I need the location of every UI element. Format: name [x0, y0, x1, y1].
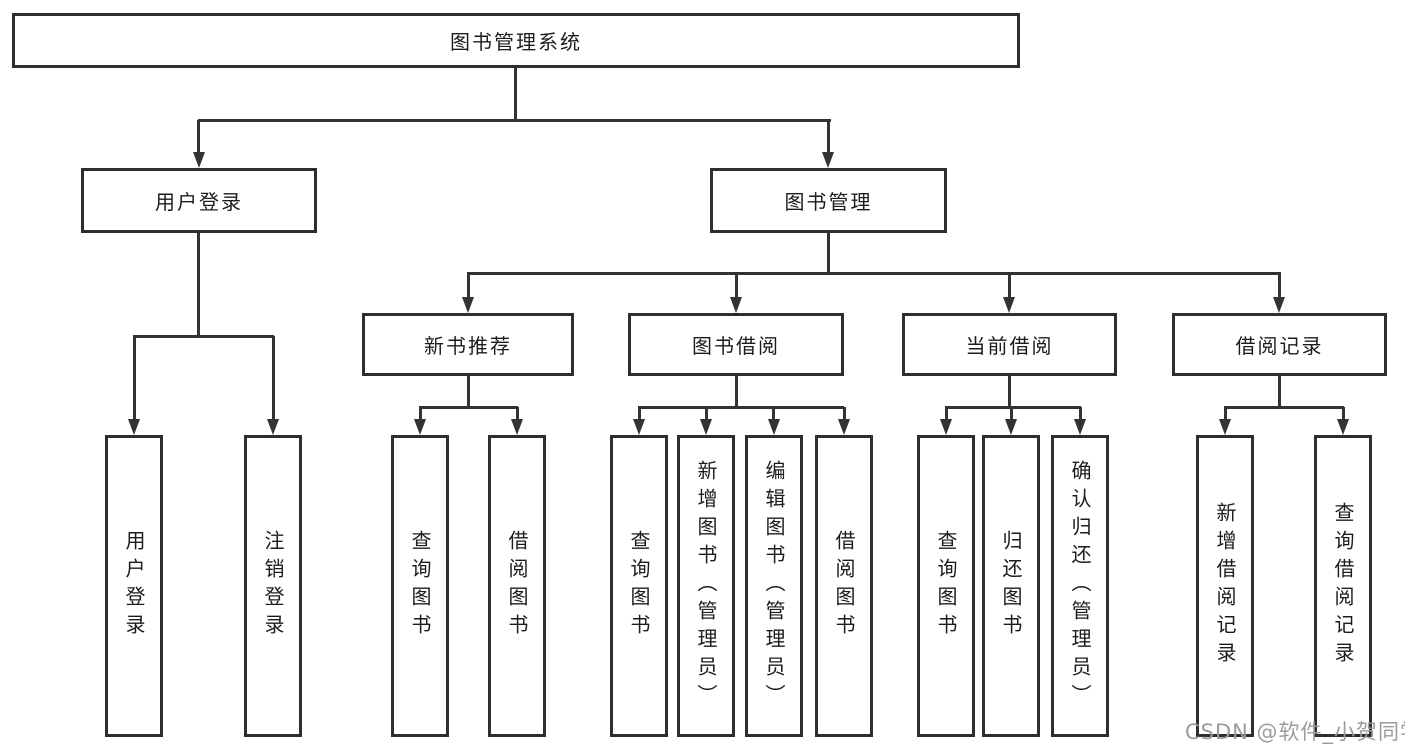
- connector-line: [467, 273, 470, 299]
- leaf-label: 借阅图书: [832, 530, 856, 642]
- node-label: 当前借阅: [965, 334, 1054, 358]
- connector-line: [1224, 407, 1227, 421]
- connector-line: [419, 407, 422, 421]
- leaf-edit-books-admin: 编辑图书（管理员）: [745, 435, 803, 737]
- connector-line: [1224, 406, 1344, 409]
- connector-line: [1278, 376, 1281, 407]
- leaf-label: 新增借阅记录: [1213, 502, 1237, 670]
- arrow-down-icon: [128, 419, 140, 435]
- leaf-label: 借阅图书: [505, 530, 529, 642]
- arrow-down-icon: [193, 152, 205, 168]
- connector-line: [945, 407, 948, 421]
- leaf-return-books: 归还图书: [982, 435, 1040, 737]
- connector-line: [827, 233, 830, 273]
- node-user-login: 用户登录: [81, 168, 317, 233]
- leaf-label: 编辑图书（管理员）: [762, 460, 786, 712]
- leaf-query-books-recommend: 查询图书: [391, 435, 449, 737]
- leaf-borrow-books-recommend: 借阅图书: [488, 435, 546, 737]
- connector-line: [638, 407, 641, 421]
- leaf-label: 确认归还（管理员）: [1068, 460, 1092, 712]
- connector-line: [467, 376, 470, 407]
- connector-line: [772, 407, 775, 421]
- connector-line: [1342, 407, 1345, 421]
- leaf-borrow-books: 借阅图书: [815, 435, 873, 737]
- connector-line: [133, 335, 274, 338]
- node-current-borrow: 当前借阅: [902, 313, 1117, 376]
- connector-line: [516, 407, 519, 421]
- node-label: 新书推荐: [424, 334, 512, 358]
- leaf-label: 新增图书（管理员）: [694, 460, 718, 712]
- leaf-query-borrow-record: 查询借阅记录: [1314, 435, 1372, 737]
- leaf-label: 查询图书: [627, 530, 651, 642]
- arrow-down-icon: [700, 419, 712, 435]
- connector-line: [197, 233, 200, 336]
- connector-line: [1278, 273, 1281, 299]
- arrow-down-icon: [730, 297, 742, 313]
- leaf-label: 查询图书: [408, 530, 432, 642]
- connector-line: [827, 120, 830, 154]
- node-root-label: 图书管理系统: [450, 30, 582, 54]
- connector-line: [1008, 273, 1011, 299]
- node-new-book-recommend: 新书推荐: [362, 313, 574, 376]
- node-book-borrow: 图书借阅: [628, 313, 844, 376]
- connector-line: [843, 407, 846, 421]
- leaf-label: 查询图书: [934, 530, 958, 642]
- arrow-down-icon: [1219, 419, 1231, 435]
- arrow-down-icon: [1003, 297, 1015, 313]
- connector-line: [272, 336, 275, 421]
- csdn-watermark: CSDN @软件_小贺同学: [1185, 720, 1405, 744]
- leaf-user-login: 用户登录: [105, 435, 163, 737]
- arrow-down-icon: [1005, 419, 1017, 435]
- leaf-label: 注销登录: [261, 530, 285, 642]
- node-borrow-records: 借阅记录: [1172, 313, 1387, 376]
- node-book-management: 图书管理: [710, 168, 947, 233]
- arrow-down-icon: [1273, 297, 1285, 313]
- arrow-down-icon: [1074, 419, 1086, 435]
- arrow-down-icon: [267, 419, 279, 435]
- leaf-label: 用户登录: [122, 530, 146, 642]
- connector-line: [638, 406, 844, 409]
- connector-line: [197, 120, 200, 154]
- leaf-confirm-return-admin: 确认归还（管理员）: [1051, 435, 1109, 737]
- arrow-down-icon: [940, 419, 952, 435]
- connector-line: [735, 273, 738, 299]
- leaf-label: 查询借阅记录: [1331, 502, 1355, 670]
- arrow-down-icon: [633, 419, 645, 435]
- connector-line: [1008, 376, 1011, 407]
- connector-line: [945, 406, 1081, 409]
- leaf-query-books-current: 查询图书: [917, 435, 975, 737]
- arrow-down-icon: [511, 419, 523, 435]
- arrow-down-icon: [838, 419, 850, 435]
- node-label: 图书借阅: [692, 334, 780, 358]
- leaf-logout: 注销登录: [244, 435, 302, 737]
- connector-line: [1079, 407, 1082, 421]
- connector-line: [705, 407, 708, 421]
- connector-line: [735, 376, 738, 407]
- arrow-down-icon: [822, 152, 834, 168]
- connector-line: [1010, 407, 1013, 421]
- node-user-login-label: 用户登录: [155, 190, 243, 214]
- leaf-add-borrow-record: 新增借阅记录: [1196, 435, 1254, 737]
- connector-line: [514, 68, 517, 120]
- node-label: 借阅记录: [1235, 334, 1324, 358]
- arrow-down-icon: [768, 419, 780, 435]
- connector-line: [198, 119, 831, 122]
- arrow-down-icon: [462, 297, 474, 313]
- arrow-down-icon: [414, 419, 426, 435]
- connector-line: [133, 336, 136, 421]
- connector-line: [467, 272, 1281, 275]
- node-book-management-label: 图书管理: [784, 190, 873, 214]
- leaf-add-books-admin: 新增图书（管理员）: [677, 435, 735, 737]
- leaf-label: 归还图书: [999, 530, 1023, 642]
- arrow-down-icon: [1337, 419, 1349, 435]
- connector-line: [419, 406, 518, 409]
- node-root: 图书管理系统: [12, 13, 1020, 68]
- leaf-query-books-borrow: 查询图书: [610, 435, 668, 737]
